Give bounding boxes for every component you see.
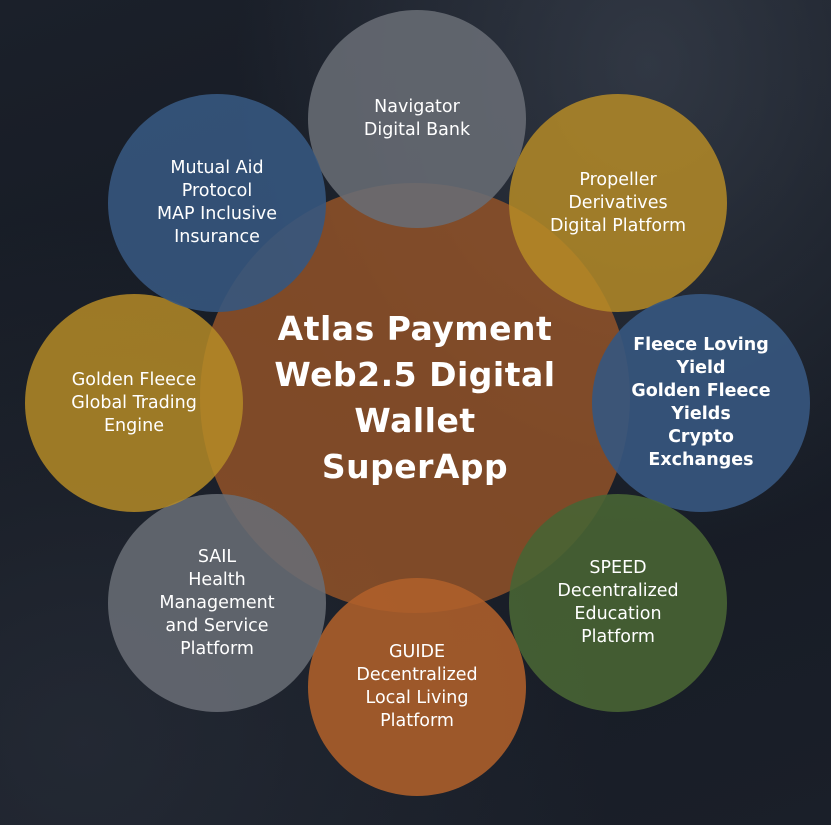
center-title: Atlas Payment Web2.5 Digital Wallet Supe…	[274, 309, 556, 486]
node-fleece-loving-yield: Fleece Loving Yield Golden Fleece Yields…	[592, 294, 810, 512]
node-label-fleece: Fleece Loving Yield Golden Fleece Yields…	[631, 335, 771, 470]
node-mutual-aid-protocol: Mutual Aid Protocol MAP Inclusive Insura…	[108, 94, 326, 312]
node-propeller-derivatives: Propeller Derivatives Digital Platform	[509, 94, 727, 312]
node-golden-fleece-trading: Golden Fleece Global Trading Engine	[25, 294, 243, 512]
node-label-golden: Golden Fleece Global Trading Engine	[71, 369, 197, 436]
node-guide-local-living: GUIDE Decentralized Local Living Platfor…	[308, 578, 526, 796]
node-label-navigator: Navigator Digital Bank	[363, 97, 471, 140]
node-label-propeller: Propeller Derivatives Digital Platform	[549, 169, 687, 236]
node-label-sail: SAIL Health Management and Service Platf…	[159, 546, 275, 659]
node-sail-health-management: SAIL Health Management and Service Platf…	[108, 494, 326, 712]
node-label-mutual: Mutual Aid Protocol MAP Inclusive Insura…	[156, 158, 278, 247]
node-label-speed: SPEED Decentralized Education Platform	[557, 558, 679, 647]
node-speed-education: SPEED Decentralized Education Platform	[509, 494, 727, 712]
node-navigator-digital-bank: Navigator Digital Bank	[308, 10, 526, 228]
node-label-guide: GUIDE Decentralized Local Living Platfor…	[356, 642, 478, 731]
